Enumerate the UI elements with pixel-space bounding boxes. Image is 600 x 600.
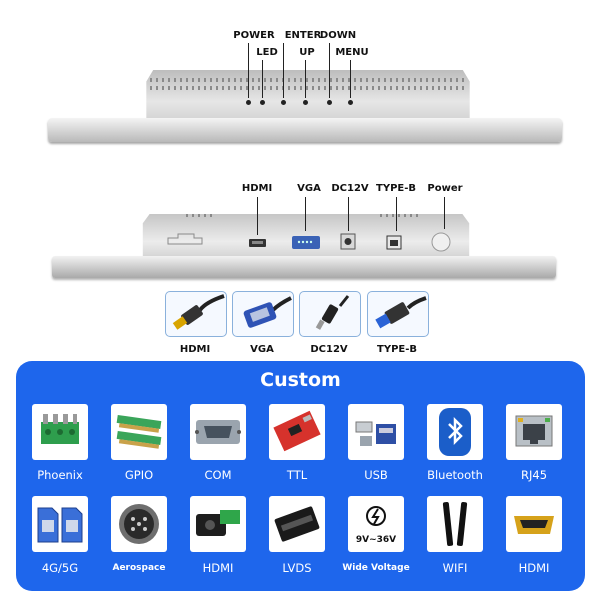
typeb-connector-tile <box>367 291 429 337</box>
lvds-tile <box>269 496 325 552</box>
gpio-label: GPIO <box>124 468 154 482</box>
sim-card-icon <box>37 507 83 543</box>
bluetooth-label: Bluetooth <box>427 468 483 482</box>
usb-ports-icon <box>355 421 396 446</box>
rear-ports-drawing <box>167 232 451 252</box>
cooling-fins <box>186 214 216 217</box>
leader-line <box>444 197 445 229</box>
hdmi-custom-label-1: HDMI <box>202 561 234 575</box>
vga-connector-label: VGA <box>250 344 274 355</box>
leader-line <box>348 197 349 231</box>
hdmi-dc-connector-icon <box>196 510 240 536</box>
wifi-label: WIFI <box>442 561 468 575</box>
up-button[interactable] <box>303 100 308 105</box>
leader-line <box>305 60 306 98</box>
rj45-tile <box>506 404 562 460</box>
wifi-tile <box>427 496 483 552</box>
leader-line <box>329 43 330 98</box>
power-switch <box>431 232 451 252</box>
phoenix-terminal-icon <box>41 414 79 444</box>
aerospace-tile <box>111 496 167 552</box>
power-port-label: Power <box>427 183 463 194</box>
gpio-header-icon <box>116 414 162 449</box>
aviation-plug-icon <box>119 504 159 544</box>
vga-port-label: VGA <box>297 183 321 194</box>
hdmi-port-icon <box>514 516 554 534</box>
hdmi-connector-label: HDMI <box>179 344 211 355</box>
hdmi-connector-tile <box>165 291 227 337</box>
lvds-label: LVDS <box>282 561 312 575</box>
com-tile <box>190 404 246 460</box>
up-label: UP <box>299 47 315 58</box>
dc12v-connector-label: DC12V <box>310 344 348 355</box>
top-panel-bezel <box>48 118 562 142</box>
voltage-range-text: 9V~36V <box>356 535 396 545</box>
leader-line <box>257 197 258 235</box>
leader-line <box>350 60 351 98</box>
menu-button[interactable] <box>348 100 353 105</box>
menu-label: MENU <box>335 47 369 58</box>
dc12v-port-label: DC12V <box>331 183 369 194</box>
gpio-tile <box>111 404 167 460</box>
hdmi-cable-icon <box>172 294 225 330</box>
wifi-antenna-icon <box>442 502 468 546</box>
hdmi-port-label: HDMI <box>241 183 273 194</box>
aerospace-label: Aerospace <box>112 563 166 573</box>
leader-line <box>248 43 249 98</box>
vga-cable-icon <box>243 296 292 328</box>
cooling-fins <box>150 78 466 82</box>
leader-line <box>262 60 263 98</box>
wide-voltage-label: Wide Voltage <box>342 563 410 573</box>
ttl-tile <box>269 404 325 460</box>
phoenix-label: Phoenix <box>37 468 83 482</box>
typeb-connector-label: TYPE-B <box>377 344 417 355</box>
bluetooth-tile <box>427 404 483 460</box>
hdmi-custom-tile-1 <box>190 496 246 552</box>
enter-button[interactable] <box>281 100 286 105</box>
rj45-jack-icon <box>515 415 553 447</box>
wide-voltage-tile: 9V~36V <box>348 496 404 552</box>
enter-label: ENTER <box>284 30 322 41</box>
usb-b-plug-icon <box>375 296 427 329</box>
leader-line <box>396 197 397 231</box>
custom-options-panel: Custom <box>16 361 585 591</box>
leader-line <box>305 197 306 231</box>
custom-title: Custom <box>260 369 341 391</box>
led-indicator <box>260 100 265 105</box>
db9-serial-icon <box>195 420 241 444</box>
bluetooth-icon <box>439 408 471 456</box>
ttl-label: TTL <box>286 468 308 482</box>
dc-plug-icon <box>315 295 350 330</box>
usb-tile <box>348 404 404 460</box>
power-button[interactable] <box>246 100 251 105</box>
lvds-connector-icon <box>274 506 320 542</box>
com-label: COM <box>204 468 232 482</box>
phoenix-tile <box>32 404 88 460</box>
cooling-fins <box>380 214 420 217</box>
vent-outline <box>167 233 203 245</box>
voltage-power-icon: 9V~36V <box>356 506 396 545</box>
typeb-port-label: TYPE-B <box>376 183 416 194</box>
rear-panel-bezel <box>52 256 556 278</box>
led-label: LED <box>256 47 278 58</box>
ttl-board-icon <box>273 410 321 452</box>
vga-connector-tile <box>232 291 294 337</box>
down-label: DOWN <box>319 30 357 41</box>
power-label: POWER <box>233 30 275 41</box>
4g5g-tile <box>32 496 88 552</box>
4g5g-label: 4G/5G <box>41 561 79 575</box>
usb-label: USB <box>364 468 388 482</box>
cooling-fins <box>150 86 466 90</box>
rj45-label: RJ45 <box>520 468 548 482</box>
leader-line <box>283 43 284 98</box>
down-button[interactable] <box>327 100 332 105</box>
hdmi-custom-tile-2 <box>506 496 562 552</box>
dc12v-connector-tile <box>299 291 361 337</box>
hdmi-custom-label-2: HDMI <box>518 561 550 575</box>
